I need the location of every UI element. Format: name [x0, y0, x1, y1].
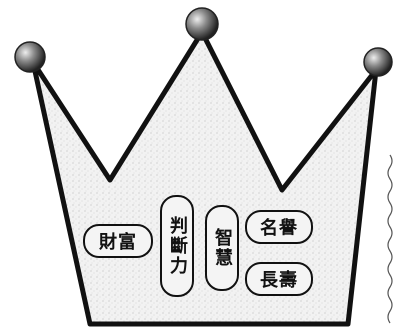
attribute-judgment: 判斷力 [160, 195, 194, 297]
attribute-wealth-label: 財富 [99, 232, 137, 253]
attribute-fame: 名譽 [245, 210, 313, 244]
crown-body [30, 29, 379, 327]
crown-tip-left-ornament [14, 41, 46, 73]
crown-tip-center-ornament [185, 7, 219, 41]
attribute-fame-label: 名譽 [260, 218, 298, 239]
margin-mark [387, 154, 393, 324]
attribute-longevity-label: 長壽 [260, 270, 298, 291]
attribute-wisdom: 智慧 [205, 205, 239, 291]
attribute-wisdom-label: 智慧 [212, 228, 233, 268]
attribute-longevity: 長壽 [245, 262, 313, 296]
crown-tip-right-ornament [363, 47, 393, 77]
attribute-judgment-label: 判斷力 [167, 216, 188, 276]
attribute-wealth: 財富 [83, 224, 153, 258]
